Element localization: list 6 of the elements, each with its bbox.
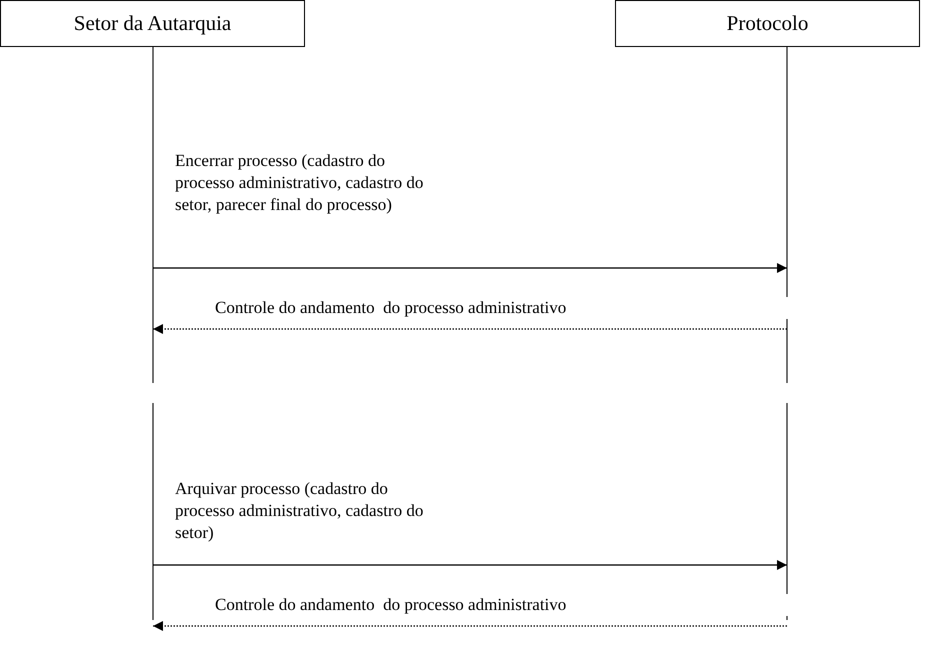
message-arrow [153,324,787,334]
message-arrow [153,621,787,631]
participant-box: Protocolo [615,0,920,47]
participant-box: Setor da Autarquia [0,0,305,47]
message-arrow [153,263,787,273]
message-arrow [153,560,787,570]
